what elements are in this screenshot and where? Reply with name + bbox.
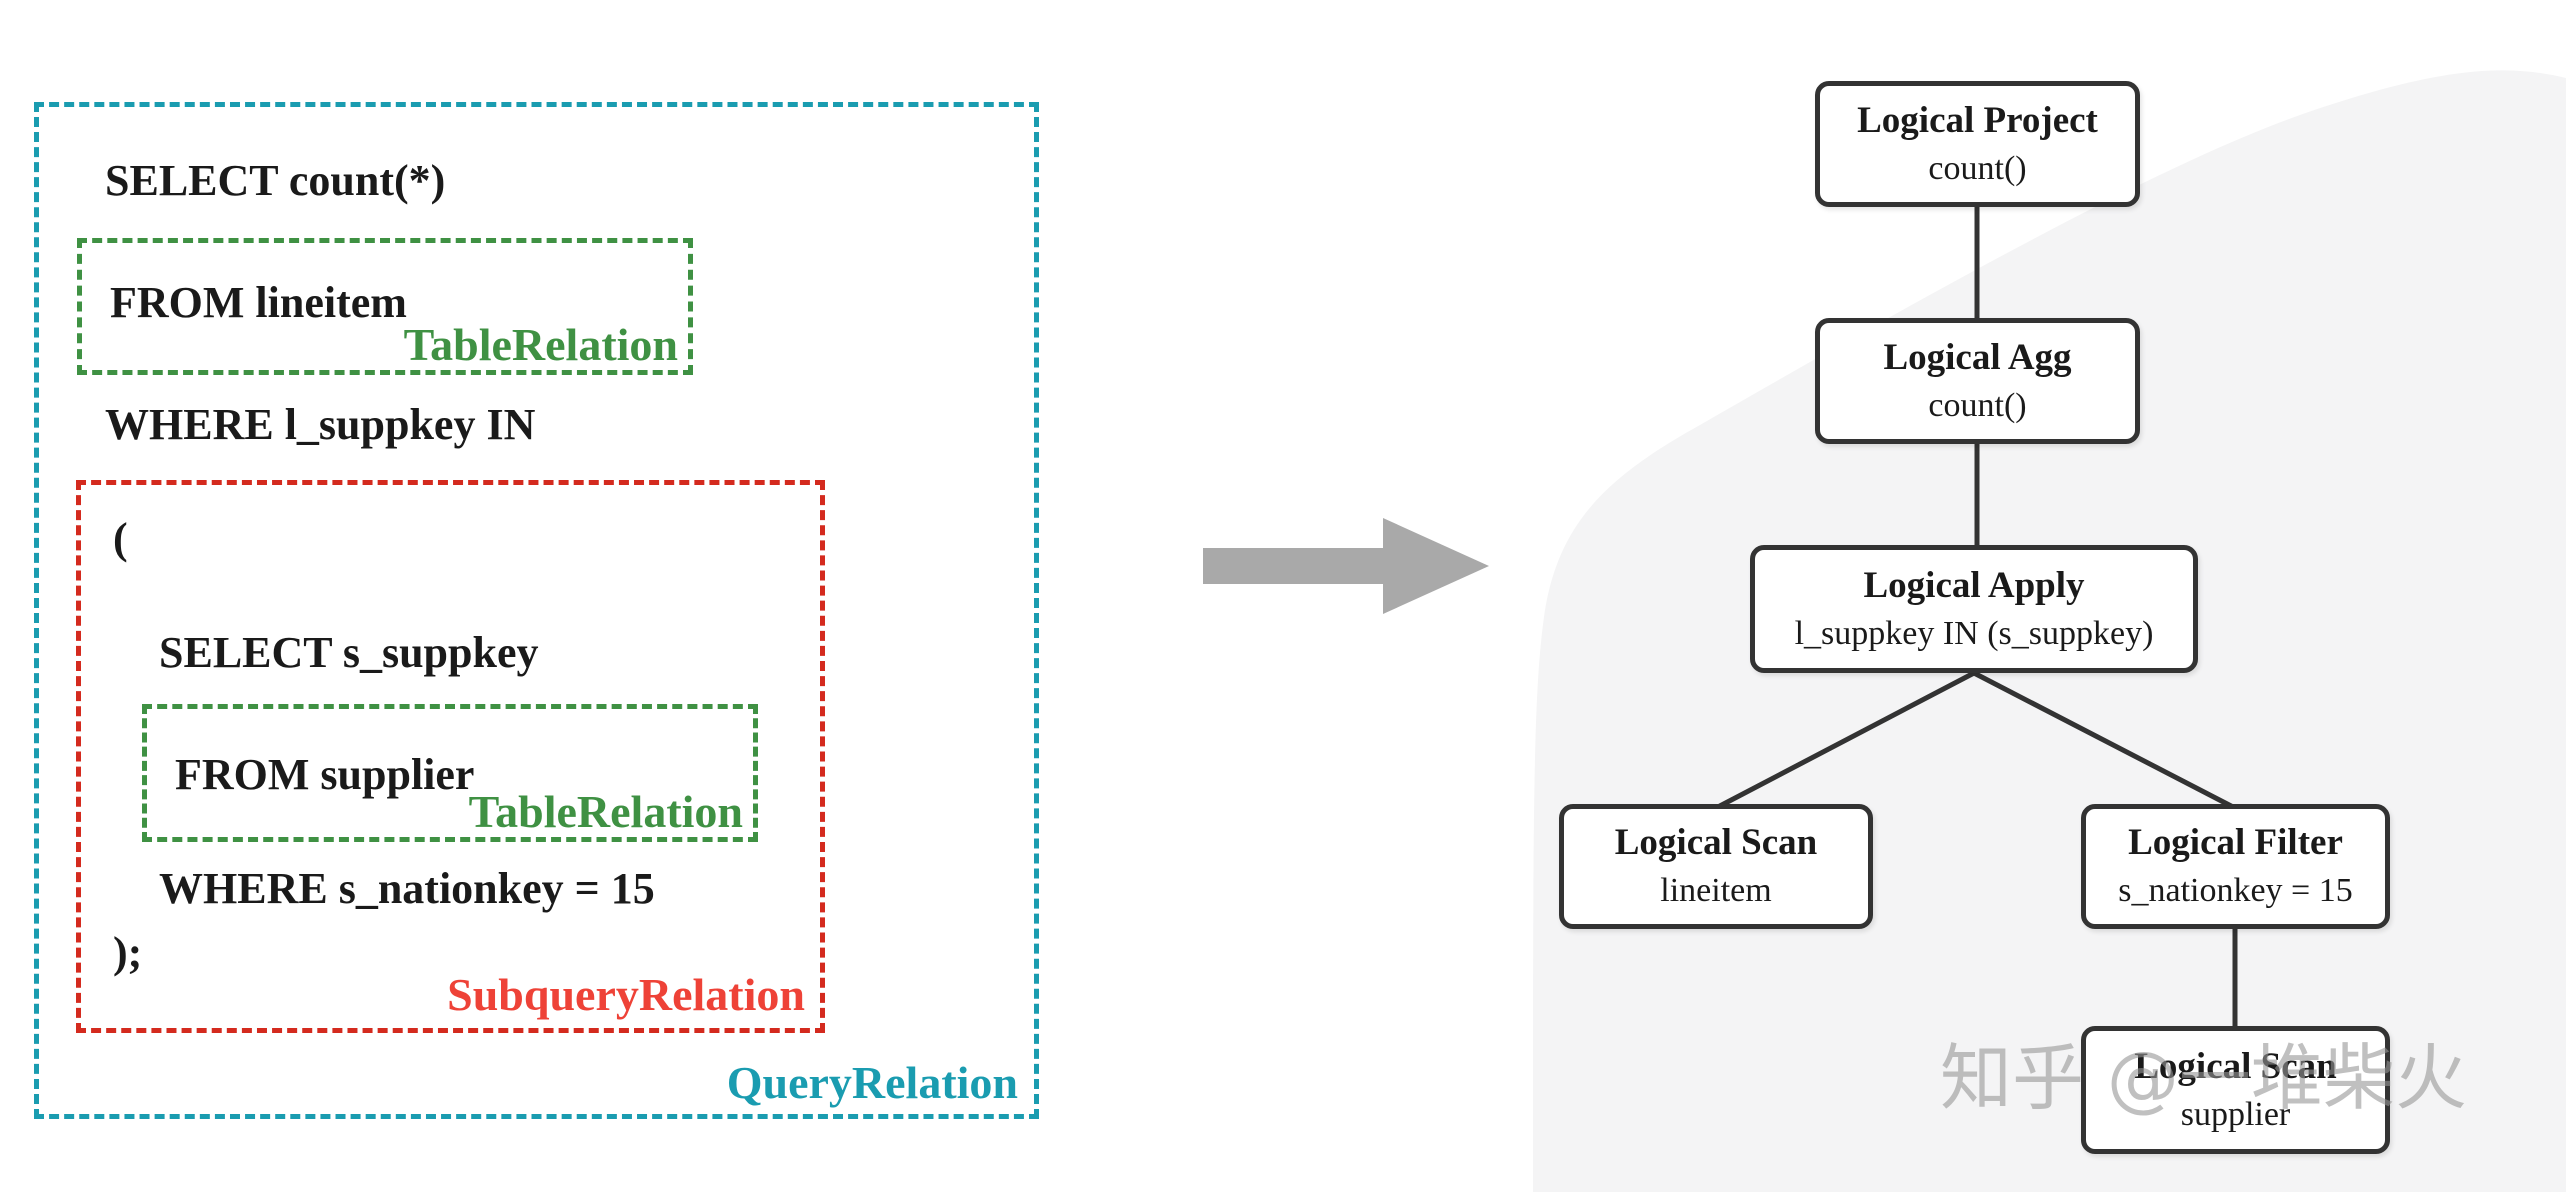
subquery-relation-box: ( SELECT s_suppkey FROM supplier TableRe…	[76, 480, 825, 1033]
arrow-head	[1383, 518, 1489, 614]
table-relation-box-supplier: FROM supplier TableRelation	[142, 704, 758, 842]
sql-line-select-count: SELECT count(*)	[105, 156, 446, 205]
node-subtitle: lineitem	[1660, 872, 1772, 910]
sql-line-close-paren: );	[113, 928, 143, 977]
query-relation-label: QueryRelation	[726, 1057, 1018, 1108]
query-relation-box: SELECT count(*) FROM lineitem TableRelat…	[34, 102, 1039, 1119]
sql-line-from-lineitem: FROM lineitem	[110, 278, 407, 327]
node-title: Logical Agg	[1883, 336, 2072, 378]
node-title: Logical Apply	[1863, 564, 2085, 606]
plan-node-logical-project: Logical Project count()	[1815, 81, 2140, 207]
node-title: Logical Filter	[2128, 822, 2343, 864]
watermark: 知乎 @一堆柴火	[1940, 1036, 2467, 1120]
sql-line-open-paren: (	[113, 514, 128, 563]
node-subtitle: count()	[1928, 386, 2027, 424]
node-subtitle: l_suppkey IN (s_suppkey)	[1794, 614, 2154, 652]
subquery-relation-label: SubqueryRelation	[447, 969, 805, 1020]
node-subtitle: supplier	[2180, 1095, 2291, 1133]
plan-node-logical-scan-lineitem: Logical Scan lineitem	[1559, 804, 1873, 929]
plan-node-logical-filter: Logical Filter s_nationkey = 15	[2081, 804, 2390, 929]
sql-line-select-suppkey: SELECT s_suppkey	[159, 628, 539, 677]
node-subtitle: count()	[1928, 149, 2027, 187]
arrow-shaft	[1203, 548, 1385, 584]
table-relation-box-lineitem: FROM lineitem TableRelation	[77, 238, 693, 375]
node-title: Logical Scan	[2134, 1045, 2337, 1087]
plan-node-logical-apply: Logical Apply l_suppkey IN (s_suppkey)	[1750, 545, 2198, 673]
sql-line-where-nationkey: WHERE s_nationkey = 15	[159, 864, 655, 913]
sql-line-from-supplier: FROM supplier	[175, 750, 475, 799]
plan-node-logical-agg: Logical Agg count()	[1815, 318, 2140, 444]
table-relation-label: TableRelation	[403, 319, 678, 370]
node-title: Logical Project	[1857, 99, 2098, 141]
table-relation-label: TableRelation	[468, 786, 743, 837]
node-subtitle: s_nationkey = 15	[2118, 872, 2353, 910]
plan-node-logical-scan-supplier: Logical Scan supplier	[2081, 1026, 2390, 1154]
sql-line-where-suppkey: WHERE l_suppkey IN	[105, 400, 536, 449]
node-title: Logical Scan	[1614, 822, 1818, 864]
